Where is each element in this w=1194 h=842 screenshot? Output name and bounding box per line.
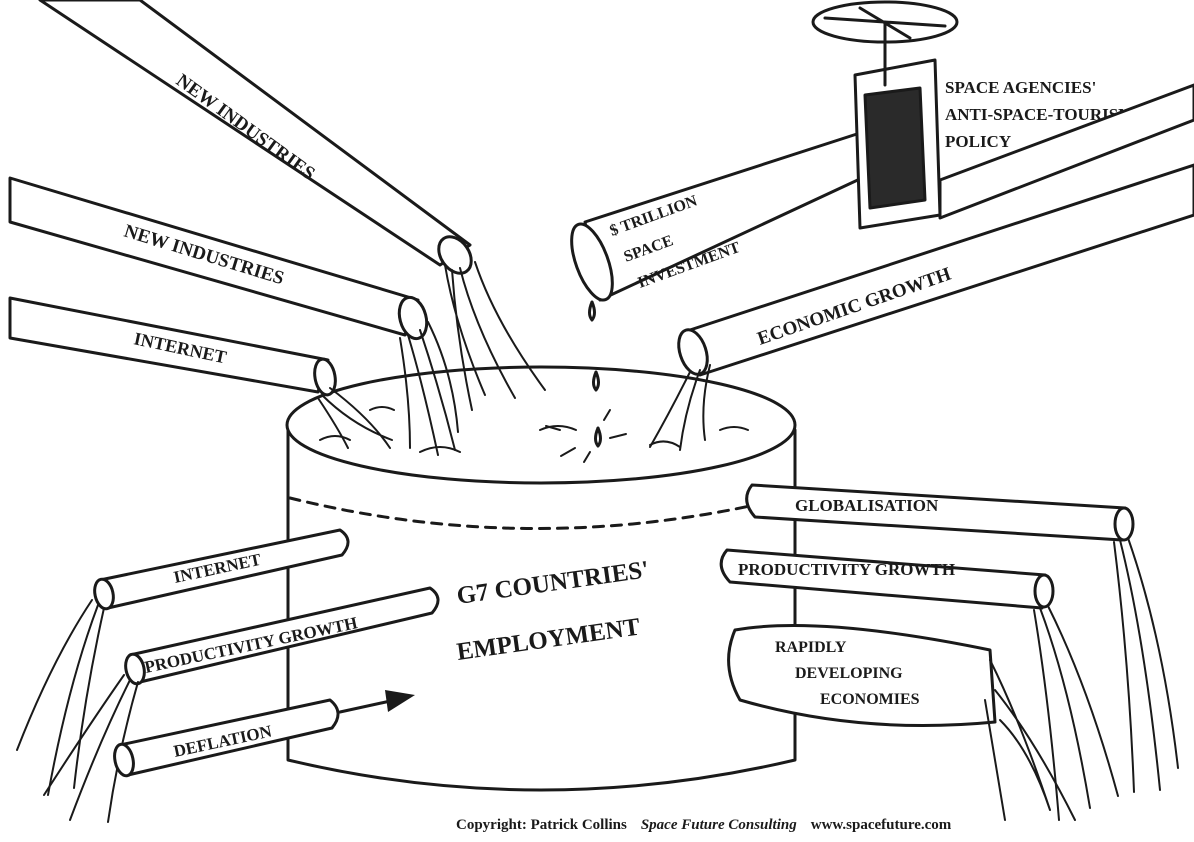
- outflow-label-line2: DEVELOPING: [795, 665, 903, 682]
- valve-label-line3: POLICY: [945, 132, 1011, 151]
- water-level-line: [288, 494, 795, 530]
- water-surface: [319, 406, 749, 463]
- drip-icon: [588, 300, 596, 322]
- tank-label-line2: EMPLOYMENT: [455, 613, 642, 665]
- outflow-pipe-globalisation: GLOBALISATION: [745, 483, 1179, 793]
- valve-label-line1: SPACE AGENCIES': [945, 78, 1096, 97]
- copyright-text: Copyright: Patrick Collins: [456, 817, 627, 833]
- arrow-icon: [385, 690, 415, 712]
- employment-tank: [285, 365, 797, 792]
- valve: SPACE AGENCIES' ANTI-SPACE-TOURISM POLIC…: [811, 0, 1194, 230]
- outflow-pipe-deflation: DEFLATION: [113, 690, 415, 778]
- website-text: www.spacefuture.com: [810, 817, 952, 833]
- outflow-label-line1: RAPIDLY: [775, 639, 847, 656]
- tank-label-line1: G7 COUNTRIES': [455, 556, 651, 610]
- outflow-pipe-rapidly-developing: RAPIDLY DEVELOPING ECONOMIES: [727, 624, 1076, 821]
- valve-label-line2: ANTI-SPACE-TOURISM: [945, 105, 1134, 124]
- footer-credits: Copyright: Patrick Collins Space Future C…: [456, 817, 1186, 839]
- company-name: Space Future Consulting: [640, 817, 797, 833]
- outflow-label: PRODUCTIVITY GROWTH: [738, 560, 955, 579]
- outflow-pipe-productivity-right: PRODUCTIVITY GROWTH: [719, 548, 1119, 821]
- inflow-pipe-internet: INTERNET: [8, 296, 393, 449]
- outflow-label: GLOBALISATION: [795, 496, 939, 515]
- outflow-label-line3: ECONOMIES: [820, 691, 920, 708]
